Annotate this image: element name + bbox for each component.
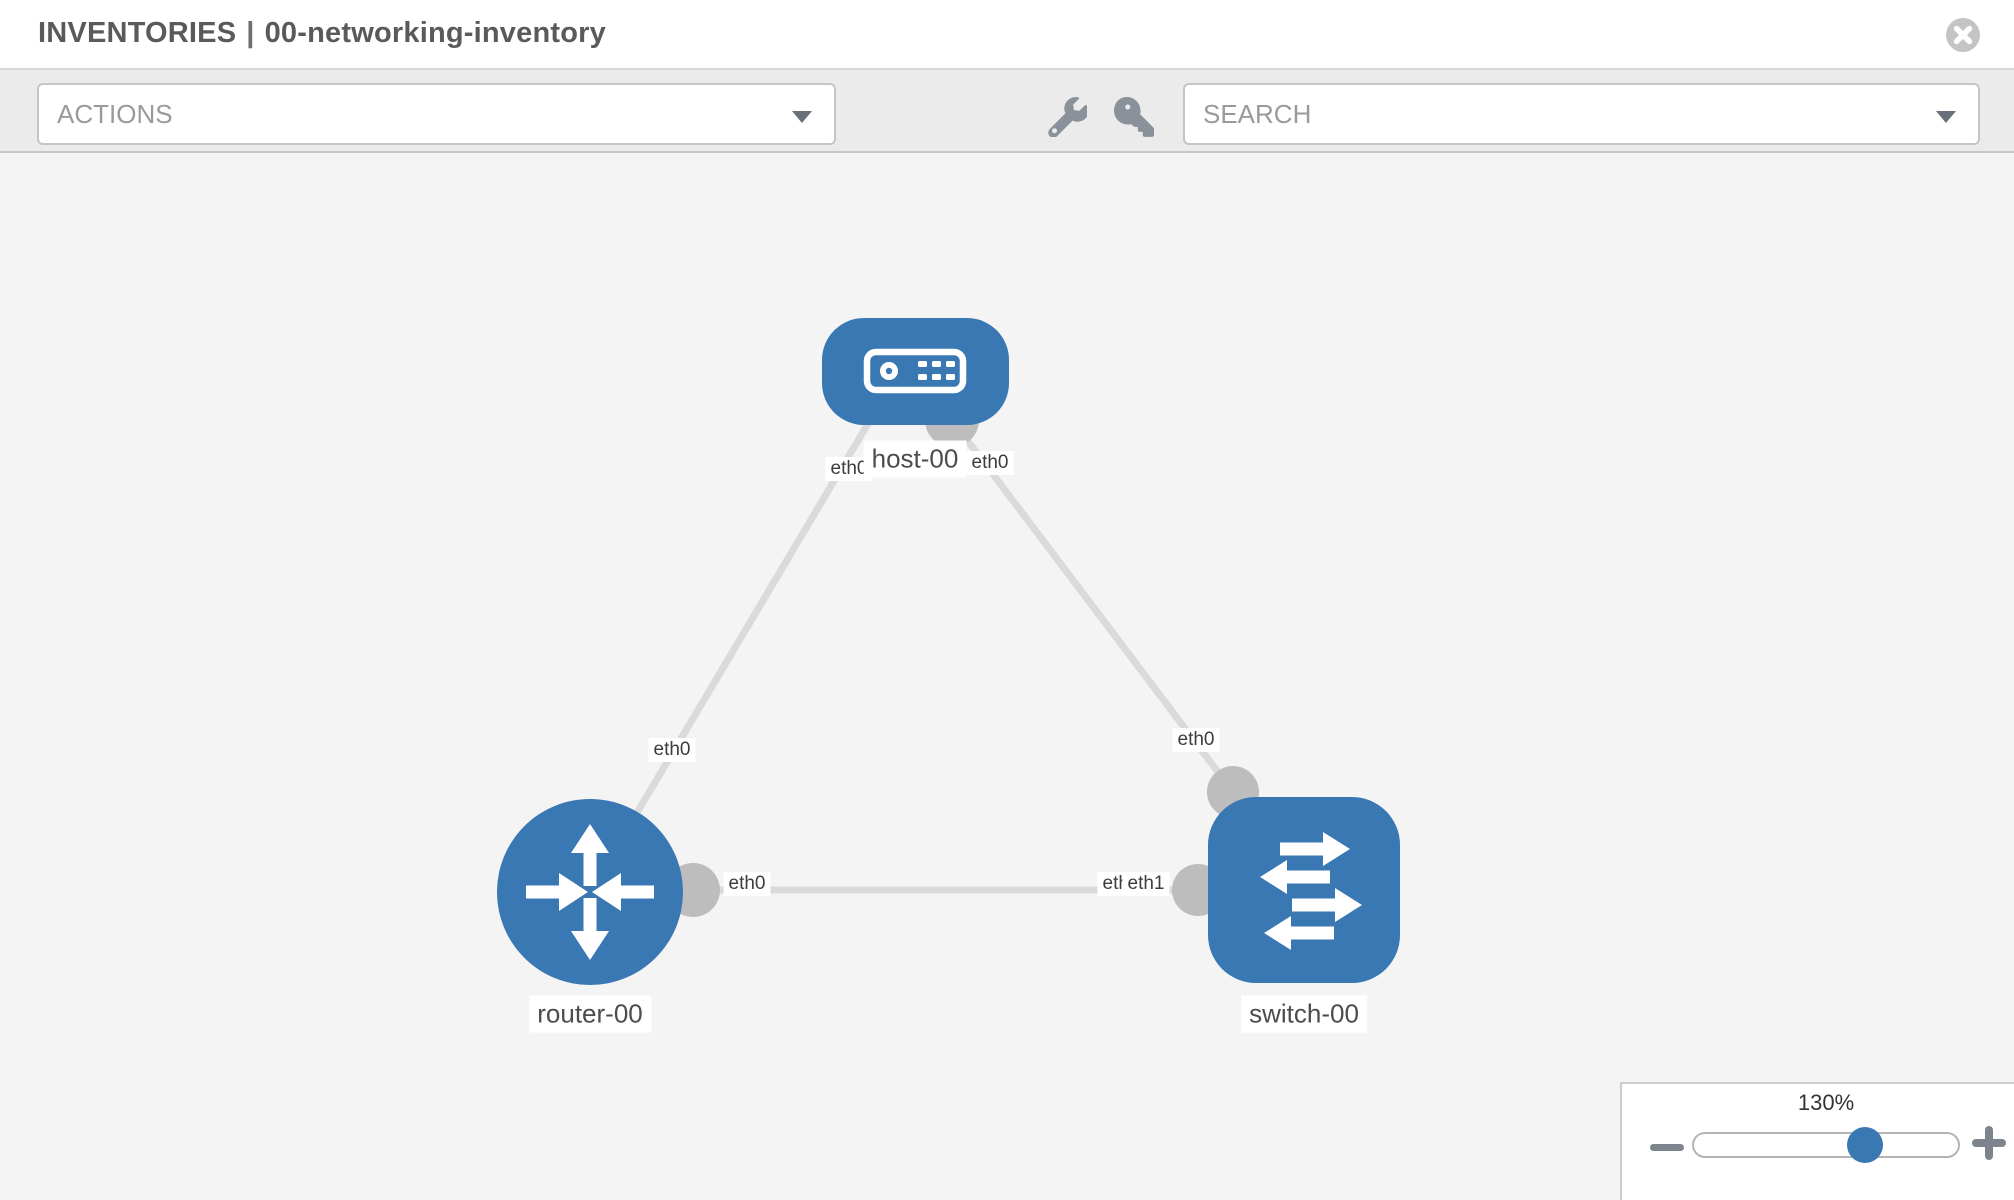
host-server-icon <box>863 348 967 394</box>
switch-arrows-icon <box>1260 832 1362 950</box>
actions-dropdown-label: ACTIONS <box>57 98 173 129</box>
interface-label-router-uplink: eth0 <box>648 738 696 762</box>
search-dropdown-label: SEARCH <box>1203 98 1312 129</box>
chevron-down-icon <box>792 111 812 123</box>
zoom-out-button[interactable] <box>1648 1134 1686 1160</box>
zoom-level: 130% <box>1797 1090 1855 1115</box>
node-router-00[interactable] <box>497 799 683 985</box>
zoom-slider-thumb[interactable] <box>1847 1127 1883 1163</box>
configure-button[interactable] <box>1045 96 1089 140</box>
interface-label-host-right: eth0 <box>966 451 1014 475</box>
page-title-inventory-name: 00-networking-inventory <box>264 17 606 49</box>
interface-label-bottom-router: eth0 <box>723 872 771 896</box>
page-title: INVENTORIES | 00-networking-inventory <box>38 17 606 50</box>
zoom-slider[interactable] <box>1692 1132 1960 1158</box>
node-label-host-00[interactable]: host-00 <box>863 440 967 478</box>
node-switch-00[interactable] <box>1208 797 1400 983</box>
x-circle-icon <box>1946 18 1980 52</box>
search-dropdown[interactable]: SEARCH <box>1183 83 1980 145</box>
node-label-switch-00[interactable]: switch-00 <box>1241 995 1367 1033</box>
header-bar: INVENTORIES | 00-networking-inventory <box>0 0 2014 70</box>
zoom-in-button[interactable] <box>1968 1122 2010 1164</box>
actions-dropdown[interactable]: ACTIONS <box>37 83 836 145</box>
page-title-separator: | <box>246 17 255 49</box>
chevron-down-icon <box>1936 111 1956 123</box>
topology-canvas[interactable] <box>0 155 2014 1200</box>
wrench-icon <box>1048 96 1089 138</box>
interface-label-bottom-switch-front: eth1 <box>1122 872 1170 896</box>
interface-label-switch-uplink: eth0 <box>1172 728 1220 752</box>
page-title-section: INVENTORIES <box>38 17 237 49</box>
node-label-router-00[interactable]: router-00 <box>529 995 651 1033</box>
router-arrows-icon <box>526 824 654 960</box>
zoom-panel: 130% <box>1620 1082 2014 1200</box>
node-host-00[interactable] <box>822 318 1009 425</box>
close-button[interactable] <box>1941 13 1985 57</box>
key-icon <box>1114 96 1154 137</box>
toolbar: ACTIONS SEARCH <box>0 70 2014 153</box>
credentials-button[interactable] <box>1112 96 1156 140</box>
